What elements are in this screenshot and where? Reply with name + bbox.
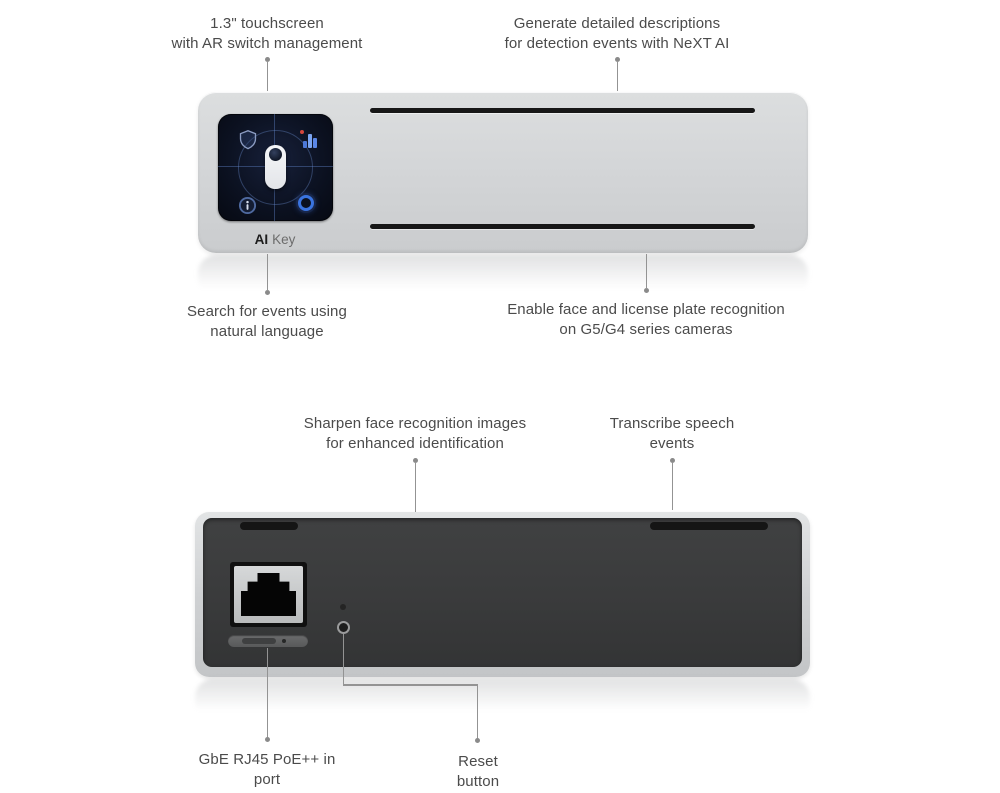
callout-line-reset-seg1 <box>342 634 344 685</box>
poe-port-label-strip <box>228 635 308 647</box>
callout-line <box>266 61 268 91</box>
rj45-poe-port[interactable] <box>230 562 307 627</box>
callout-sharpen-faces: Sharpen face recognition images for enha… <box>303 415 527 453</box>
callout-dot <box>264 737 270 742</box>
ai-key-rear-view <box>195 512 810 677</box>
callout-dot <box>669 458 675 463</box>
rear-panel <box>203 518 802 667</box>
poe-label-pin <box>282 639 286 643</box>
rear-reflection <box>195 679 810 719</box>
callout-line <box>671 462 673 510</box>
callout-dot <box>412 458 418 463</box>
info-icon[interactable] <box>238 196 257 220</box>
bar-chart-icon[interactable] <box>300 130 318 148</box>
callout-line-reset-seg3 <box>476 684 478 739</box>
rj45-jack-opening <box>241 573 296 616</box>
reset-button[interactable] <box>337 621 350 634</box>
callout-dot <box>643 288 649 293</box>
callout-line <box>266 254 268 291</box>
rear-slot-right <box>650 522 768 530</box>
hud-circle <box>238 130 313 205</box>
poe-label-mark <box>242 638 276 644</box>
callout-reset-button: Reset button <box>456 753 500 791</box>
status-led <box>340 604 346 610</box>
callout-dot <box>614 57 620 62</box>
camera-lens-dot <box>269 148 282 161</box>
callout-natural-language-search: Search for events using natural language <box>187 303 347 341</box>
callout-next-ai: Generate detailed descriptions for detec… <box>504 15 730 53</box>
shield-icon[interactable] <box>238 129 258 155</box>
ai-key-label-light: Key <box>272 232 296 247</box>
front-reflection <box>198 255 808 297</box>
front-vent-top <box>370 108 755 113</box>
callout-line <box>266 648 268 738</box>
callout-line <box>616 61 618 91</box>
callout-touchscreen: 1.3" touchscreen with AR switch manageme… <box>171 15 363 53</box>
callout-dot <box>474 738 480 743</box>
callout-line <box>645 254 647 289</box>
ai-key-device-icon <box>265 145 286 189</box>
callout-line-reset-seg2 <box>342 684 478 686</box>
callout-face-lpr: Enable face and license plate recognitio… <box>507 301 785 339</box>
callout-dot <box>264 57 270 62</box>
rear-slot-left <box>240 522 298 530</box>
callout-poe-port: GbE RJ45 PoE++ in port <box>198 751 336 789</box>
rj45-bezel <box>234 566 303 623</box>
record-ring-icon[interactable] <box>298 195 314 211</box>
callout-line <box>414 462 416 512</box>
alert-dot-icon <box>300 130 304 134</box>
front-vent-bottom <box>370 224 755 229</box>
callout-transcribe-speech: Transcribe speech events <box>609 415 735 453</box>
ai-key-label-bold: AI <box>254 232 269 247</box>
callout-dot <box>264 290 270 295</box>
touchscreen-display[interactable] <box>218 114 333 221</box>
